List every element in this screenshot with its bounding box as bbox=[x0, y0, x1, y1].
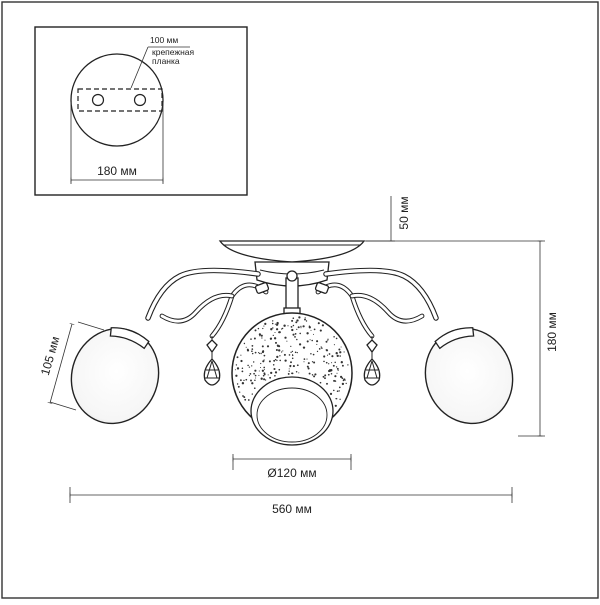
dimension-total-width: 560 мм bbox=[69, 487, 513, 516]
canopy-height-label: 50 мм bbox=[397, 196, 411, 229]
shade-right bbox=[424, 327, 514, 425]
shade-left bbox=[70, 327, 160, 425]
shade-center bbox=[231, 312, 353, 446]
total-width-label: 560 мм bbox=[272, 502, 312, 516]
total-height-label: 180 мм bbox=[545, 312, 559, 352]
base-width-label: 180 мм bbox=[97, 164, 137, 178]
inset-frame bbox=[34, 26, 248, 196]
crystal-pendant-right bbox=[363, 336, 381, 386]
center-diameter-label: Ø120 мм bbox=[267, 466, 316, 480]
mounting-inset: 100 мм крепежная планка 180 мм bbox=[34, 26, 248, 196]
dimension-center-diameter: Ø120 мм bbox=[232, 454, 352, 480]
arm-left bbox=[145, 267, 261, 321]
dimension-canopy-height: 50 мм bbox=[366, 196, 411, 242]
base-plate-circle bbox=[70, 53, 164, 147]
glass-texture bbox=[234, 316, 349, 407]
ceiling-canopy bbox=[218, 240, 366, 263]
arm-right bbox=[323, 267, 439, 321]
mounting-hole-right bbox=[133, 93, 147, 107]
chandelier bbox=[70, 240, 514, 446]
plate-width-label: 100 мм bbox=[150, 35, 178, 45]
plate-name-line1: крепежная bbox=[152, 47, 195, 57]
mounting-hole-left bbox=[91, 93, 105, 107]
crystal-pendant-left bbox=[203, 336, 221, 386]
center-stem bbox=[285, 277, 299, 313]
mounting-bar bbox=[77, 88, 163, 112]
plate-name-line2: планка bbox=[152, 56, 180, 66]
dimension-total-height: 180 мм bbox=[362, 240, 559, 437]
